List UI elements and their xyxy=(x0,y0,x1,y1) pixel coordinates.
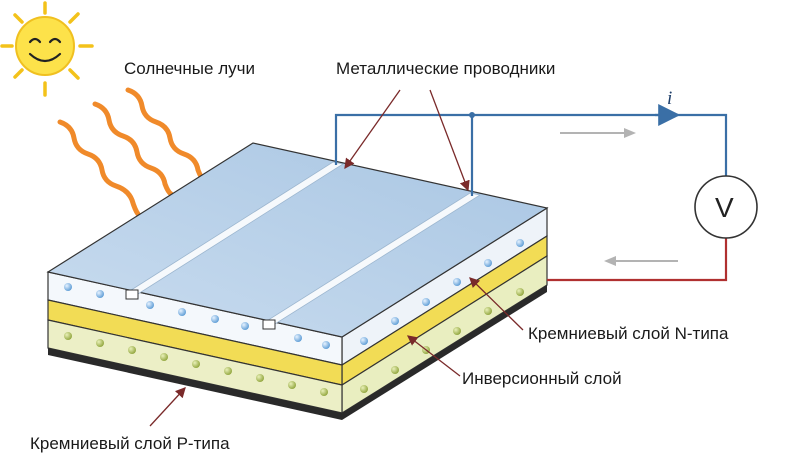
top-surface xyxy=(46,142,549,338)
sun-rays xyxy=(57,87,207,217)
voltmeter-icon xyxy=(694,175,758,239)
metal-strip-end xyxy=(262,319,276,330)
sun-ray xyxy=(57,119,141,217)
wire-return xyxy=(547,238,728,282)
label-sun-rays: Солнечные лучи xyxy=(124,59,255,78)
n-layer-dots xyxy=(64,239,524,349)
wire-top xyxy=(334,113,728,176)
right-face-base xyxy=(342,285,547,420)
label-p-layer: Кремниевый слой P-типа xyxy=(30,434,230,453)
sun-ray xyxy=(125,87,207,183)
circuit xyxy=(334,104,758,282)
leader-lines xyxy=(149,89,524,427)
wire-junction xyxy=(469,112,475,118)
voltmeter-label: V xyxy=(715,192,734,223)
front-face-base xyxy=(48,348,342,420)
metal-strip-end xyxy=(125,289,139,300)
flow-arrows xyxy=(560,128,678,266)
label-n-layer: Кремниевый слой N-типа xyxy=(528,324,729,343)
label-inversion-layer: Инверсионный слой xyxy=(462,369,622,388)
current-label: i xyxy=(667,88,673,109)
sun-icon xyxy=(0,1,94,97)
solar-cell xyxy=(46,142,549,420)
label-metal-conductors: Металлические проводники xyxy=(336,59,556,78)
sun-ray xyxy=(92,101,174,197)
